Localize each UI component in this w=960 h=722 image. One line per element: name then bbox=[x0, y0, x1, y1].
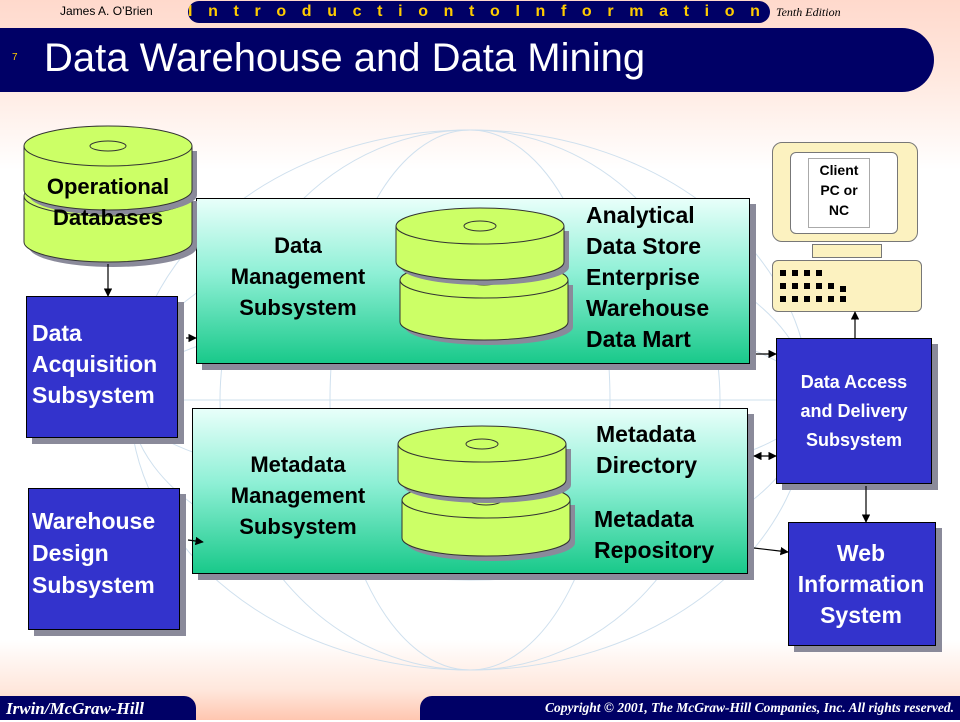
operational-db-disk-icon bbox=[23, 125, 197, 267]
metadata-disk-icon bbox=[397, 425, 575, 561]
edition-label: Tenth Edition bbox=[776, 5, 841, 19]
course-banner: I n t r o d u c t i o n t o I n f o r m … bbox=[188, 1, 770, 23]
keyboard-keys-icon bbox=[780, 270, 846, 302]
copyright-footer: Copyright © 2001, The McGraw-Hill Compan… bbox=[420, 696, 960, 720]
data-acquisition-box bbox=[26, 296, 178, 438]
web-info-box bbox=[788, 522, 936, 646]
client-screen-label-area bbox=[808, 158, 870, 228]
analytical-store-disk-icon bbox=[395, 207, 573, 345]
slide-title: Data Warehouse and Data Mining bbox=[44, 36, 646, 80]
data-access-box bbox=[776, 338, 932, 484]
arrow-design-to-metadata bbox=[187, 536, 204, 546]
publisher-footer: Irwin/McGraw-Hill bbox=[0, 696, 196, 720]
slide-number: 7 bbox=[12, 52, 18, 63]
warehouse-design-box bbox=[28, 488, 180, 630]
arrow-metadata-to-web bbox=[753, 546, 789, 556]
author-name: James A. O’Brien bbox=[60, 4, 153, 18]
title-bar bbox=[0, 28, 934, 92]
client-monitor-stand bbox=[812, 244, 882, 258]
